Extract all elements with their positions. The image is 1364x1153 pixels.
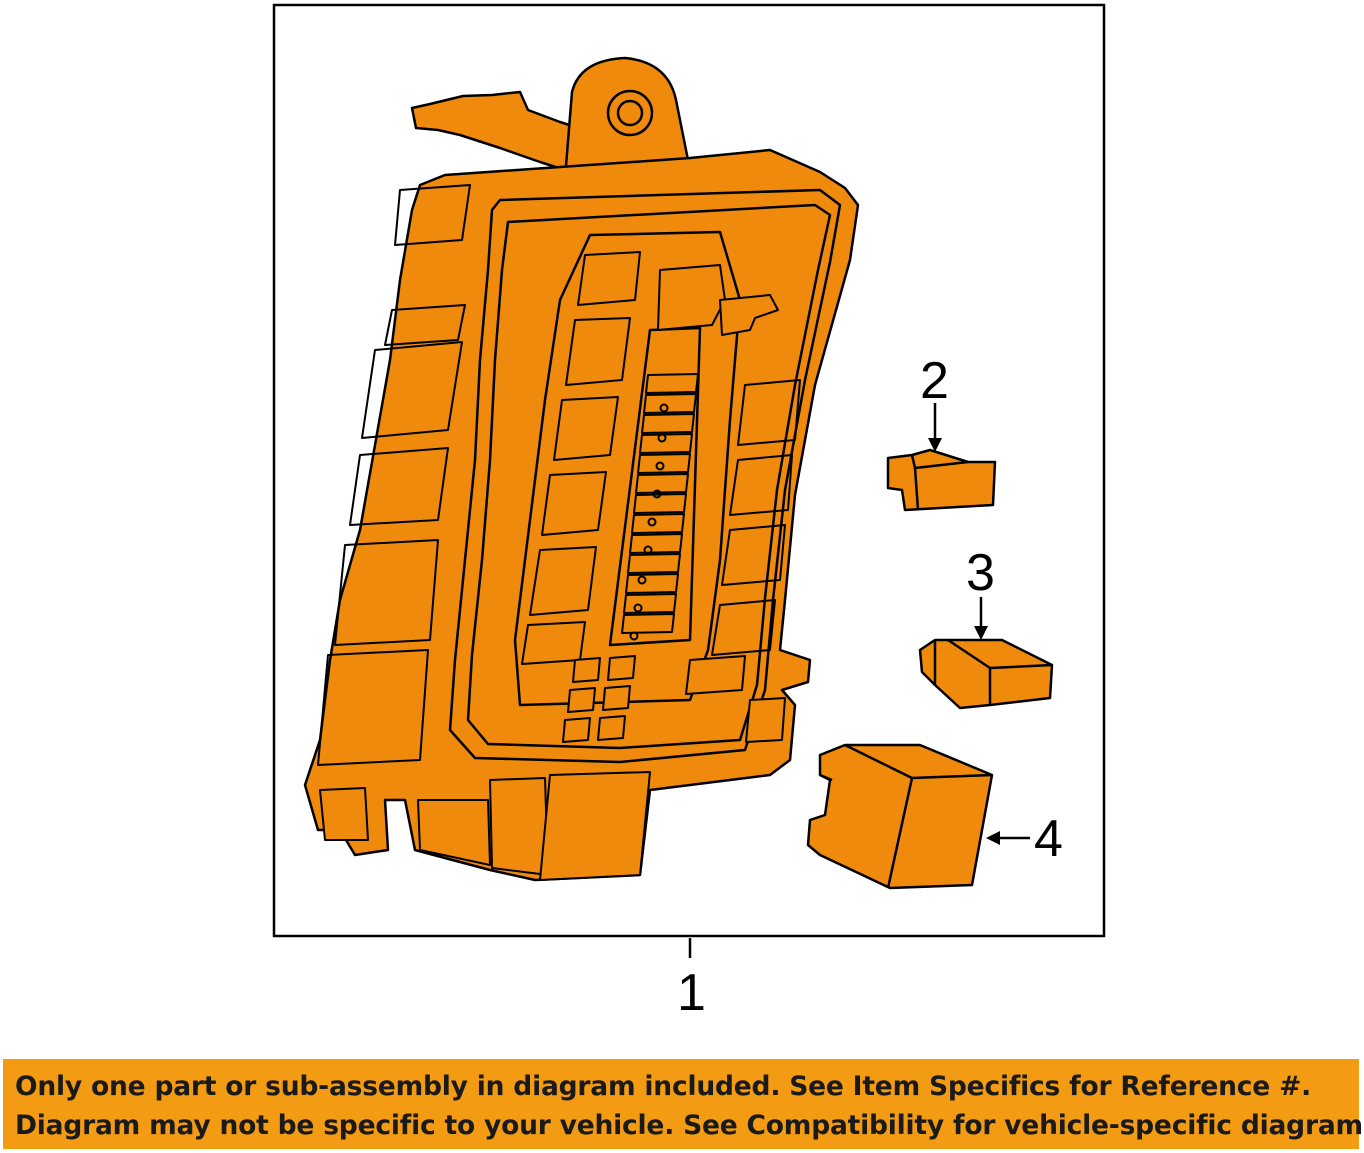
relay-part-2 (886, 448, 997, 512)
callout-number-1: 1 (677, 964, 706, 1022)
relay-part-4 (806, 743, 994, 890)
disclaimer-line-1: Only one part or sub-assembly in diagram… (15, 1071, 1311, 1102)
callout-number-2: 2 (920, 352, 949, 410)
callout-number-3: 3 (966, 544, 995, 602)
disclaimer-banner: Only one part or sub-assembly in diagram… (3, 1059, 1364, 1149)
callout-number-4: 4 (1034, 810, 1063, 868)
parts-diagram: 2 3 4 1 (272, 3, 1106, 1022)
disclaimer-line-2: Diagram may not be specific to your vehi… (15, 1110, 1364, 1141)
callout-leaders (688, 403, 1030, 958)
fuse-block-part-1 (303, 56, 860, 882)
diagram-frame (272, 3, 1106, 938)
relay-part-3 (918, 638, 1054, 710)
